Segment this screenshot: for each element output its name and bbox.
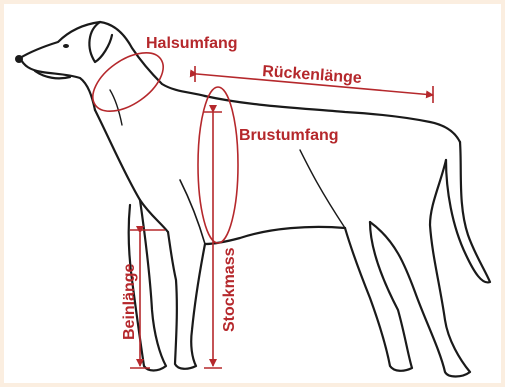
dog-head	[20, 22, 205, 96]
dog-ear	[89, 22, 112, 62]
dog-hind-leg-front	[345, 222, 412, 371]
label-beinlaenge: Beinlänge	[121, 263, 138, 340]
label-stockmass: Stockmass	[221, 247, 238, 332]
dog-nose	[15, 55, 23, 63]
label-brustumfang: Brustumfang	[239, 127, 339, 144]
dog-muzzle	[20, 58, 95, 110]
dog-front-leg-back	[168, 232, 205, 369]
dog-eye	[63, 44, 69, 48]
label-halsumfang: Halsumfang	[146, 35, 238, 52]
chest-ellipse	[198, 87, 238, 243]
label-rueckenlaenge: Rückenlänge	[262, 63, 363, 87]
dog-chest	[95, 110, 168, 232]
dog-tail	[446, 142, 490, 282]
dog-outline	[20, 22, 490, 377]
